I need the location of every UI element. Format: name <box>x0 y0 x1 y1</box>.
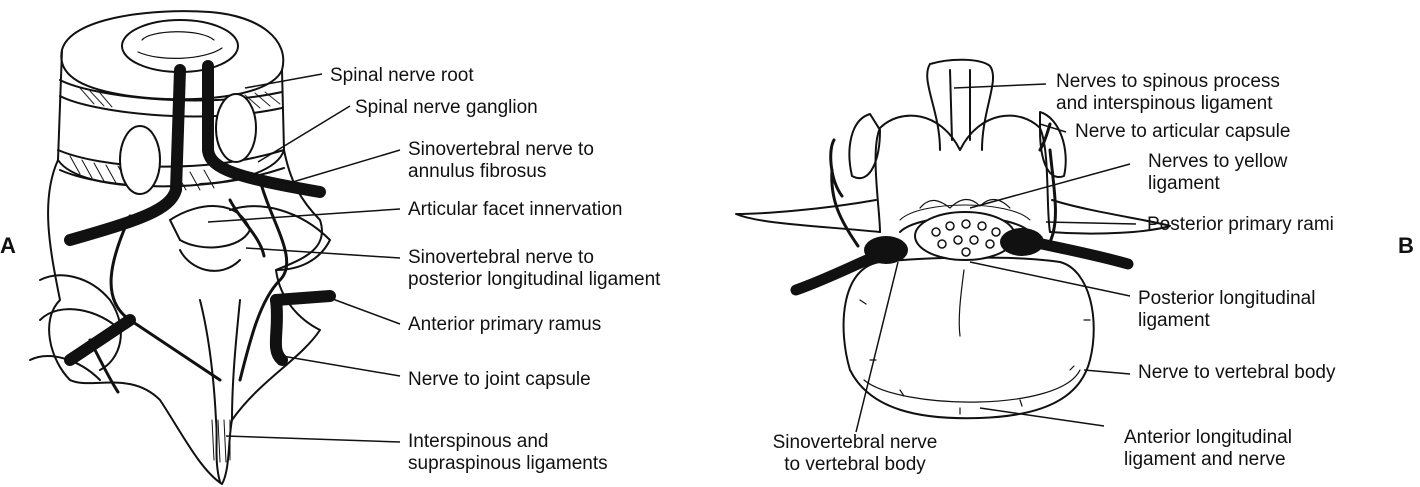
label-nerve-vertebral-body: Nerve to vertebral body <box>1138 362 1336 384</box>
label-anterior-primary-ramus: Anterior primary ramus <box>408 314 601 336</box>
panel-label-a: A <box>0 233 16 259</box>
figure-a-fine-nerves <box>90 180 287 392</box>
figure-b-cord <box>915 212 1015 260</box>
label-spinal-nerve-root: Spinal nerve root <box>330 65 474 87</box>
label-posterior-primary-rami: Posterior primary rami <box>1147 214 1334 236</box>
label-nerve-joint-capsule: Nerve to joint capsule <box>408 369 591 391</box>
panel-label-b: B <box>1398 233 1414 259</box>
label-spinal-nerve-ganglion: Spinal nerve ganglion <box>355 97 538 119</box>
label-nerve-articular-capsule: Nerve to articular capsule <box>1075 121 1290 143</box>
label-articular-facet: Articular facet innervation <box>408 199 622 221</box>
